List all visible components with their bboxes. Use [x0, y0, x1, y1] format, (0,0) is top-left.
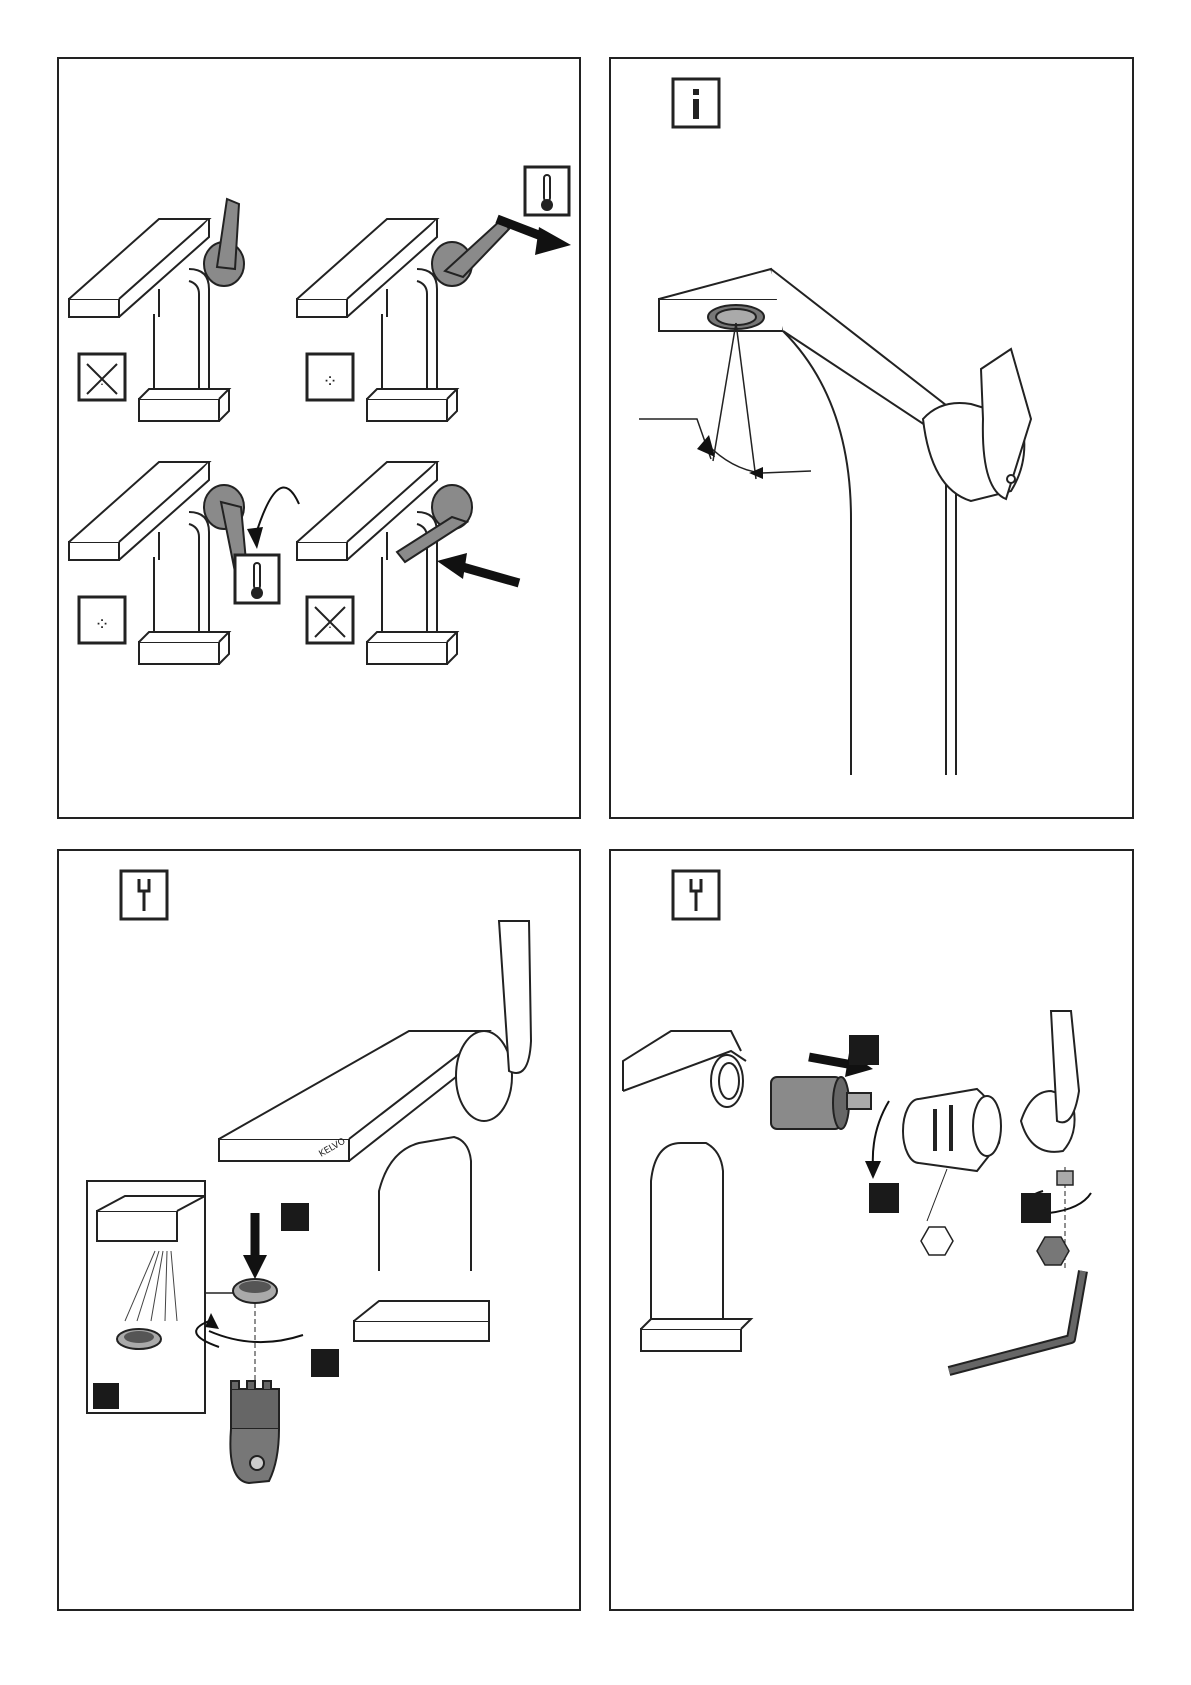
step-marker: [849, 1035, 879, 1065]
rotate-arrow: [209, 1331, 303, 1342]
panel-cartridge-maintenance: [609, 849, 1134, 1611]
rotate-arrow: [873, 1101, 889, 1167]
push-arrow: [459, 566, 519, 583]
tap-side-view: [659, 269, 1031, 775]
svg-text:⁘: ⁘: [94, 614, 109, 635]
hex-icon: [921, 1227, 953, 1255]
step-marker: [311, 1349, 339, 1377]
tap-open: ⁘: [297, 219, 509, 421]
aerator-key-tool: [230, 1381, 279, 1483]
water-drops-icon: ⁘: [307, 354, 353, 400]
hex-icon: [1037, 1237, 1069, 1265]
panel-info: [609, 57, 1134, 819]
step-marker: [1021, 1193, 1051, 1223]
step-marker: [93, 1383, 119, 1409]
svg-text:⁘: ⁘: [322, 371, 337, 392]
info-icon: [673, 79, 719, 127]
step-marker: [869, 1183, 899, 1213]
sleeve-part: [903, 1089, 1001, 1171]
thermometer-icon: [235, 555, 279, 603]
aerator-illustration: KELVO: [59, 851, 583, 1613]
allen-key-tool: [949, 1271, 1083, 1371]
panel-operation: ⁘ ⁘: [57, 57, 581, 819]
cartridge-part: [771, 1077, 871, 1129]
wrench-icon: [673, 871, 719, 919]
thermometer-icon: [525, 167, 569, 215]
info-illustration: [611, 59, 1136, 821]
tap-closed: ⁘: [69, 199, 244, 421]
svg-text:⁘: ⁘: [96, 375, 108, 391]
tap-front-view: KELVO: [219, 921, 531, 1341]
cartridge-illustration: [611, 851, 1136, 1613]
operation-illustration: ⁘ ⁘: [59, 59, 583, 821]
lever-handle: [1021, 1011, 1079, 1152]
water-drops-icon: ⁘: [79, 597, 125, 643]
step-marker: [281, 1203, 309, 1231]
panel-aerator-maintenance: KELVO: [57, 849, 581, 1611]
no-water-icon: ⁘: [307, 597, 353, 643]
spray-angle: [639, 323, 811, 479]
no-water-icon: ⁘: [79, 354, 125, 400]
svg-text:⁘: ⁘: [324, 618, 336, 634]
wrench-icon: [121, 871, 167, 919]
inset-detail: [87, 1181, 205, 1413]
tap-body-open: [623, 1031, 751, 1351]
pull-arrow: [809, 1057, 853, 1065]
